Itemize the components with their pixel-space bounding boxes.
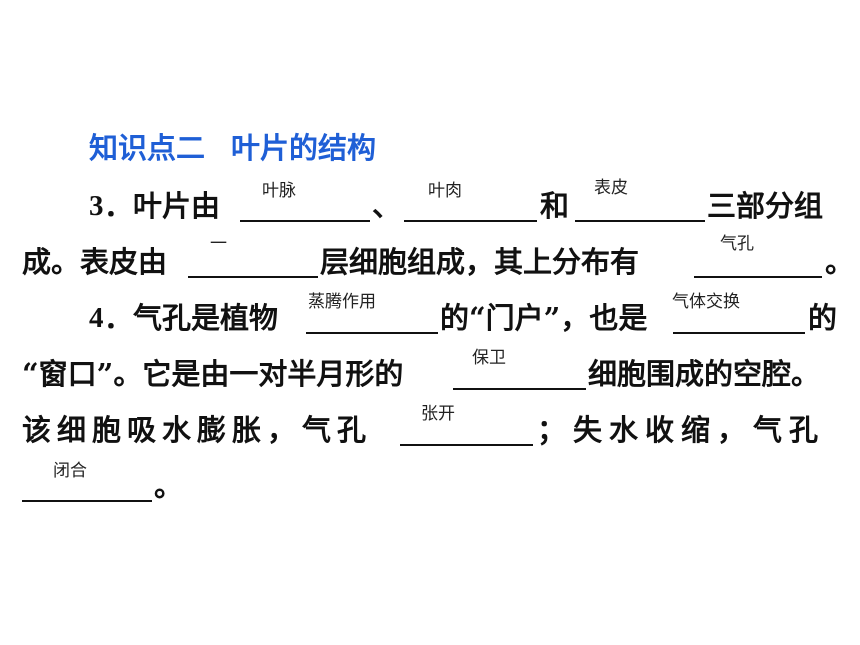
q4-text5: 细胞围成的空腔。 [588, 357, 821, 391]
q4-number: 4 [89, 302, 104, 334]
q4-answer3: 保卫 [472, 348, 506, 368]
q4-line1: 4 ．气孔是植物 的“门户”，也是 的 [0, 298, 860, 338]
q4-blank1 [306, 332, 438, 334]
q3-text3: 和 [540, 189, 570, 223]
q4-text4: “窗口”。它是由一对半月形的 [22, 357, 404, 391]
q4-blank5 [22, 500, 152, 502]
q4-blank3 [453, 388, 586, 390]
heading-part1: 知识点二 [89, 131, 206, 165]
q3-line2: 成。表皮由 层细胞组成，其上分布有 。 [0, 242, 860, 282]
q3-answer5: 气孔 [720, 234, 754, 254]
q4-answer5: 闭合 [53, 461, 87, 481]
q3-answer4: 一 [210, 234, 227, 254]
q3-answer3: 表皮 [594, 178, 628, 198]
q3-text4: 三部分组 [707, 189, 824, 223]
q4-text1: ．气孔是植物 [104, 301, 279, 335]
q4-line2: “窗口”。它是由一对半月形的 细胞围成的空腔。 [0, 354, 860, 394]
q4-line3: 该细胞吸水膨胀，气孔 ；失水收缩，气孔 [0, 410, 860, 450]
q4-blank4 [400, 444, 533, 446]
q3-text2: 、 [372, 189, 402, 223]
q3-text1: ．叶片由 [104, 189, 221, 223]
q3-text6: 层细胞组成，其上分布有 [320, 245, 640, 279]
q4-text7: ；失水收缩，气孔 [537, 413, 826, 447]
q4-answer4: 张开 [421, 404, 455, 424]
q4-text2: 的“门户”，也是 [440, 301, 648, 335]
q3-line1: 3 ．叶片由 、 和 三部分组 [0, 186, 860, 226]
q3-blank4 [188, 276, 318, 278]
q4-answer1: 蒸腾作用 [308, 292, 376, 312]
q4-text3: 的 [808, 301, 838, 335]
q3-blank1 [240, 220, 370, 222]
heading-part2: 叶片的结构 [231, 131, 377, 165]
q3-text7: 。 [825, 245, 855, 279]
q4-text6: 该细胞吸水膨胀，气孔 [22, 413, 373, 447]
q3-text5: 成。表皮由 [22, 245, 168, 279]
q4-answer2: 气体交换 [672, 292, 740, 312]
q3-blank5 [694, 276, 822, 278]
q3-answer2: 叶肉 [428, 181, 462, 201]
q3-answer1: 叶脉 [262, 181, 296, 201]
q3-blank3 [575, 220, 705, 222]
q4-text8: 。 [154, 469, 184, 503]
section-heading: 知识点二叶片的结构 [89, 128, 376, 168]
q3-number: 3 [89, 190, 104, 222]
q3-blank2 [404, 220, 537, 222]
q4-blank2 [673, 332, 805, 334]
q4-line4: 。 [0, 466, 860, 506]
